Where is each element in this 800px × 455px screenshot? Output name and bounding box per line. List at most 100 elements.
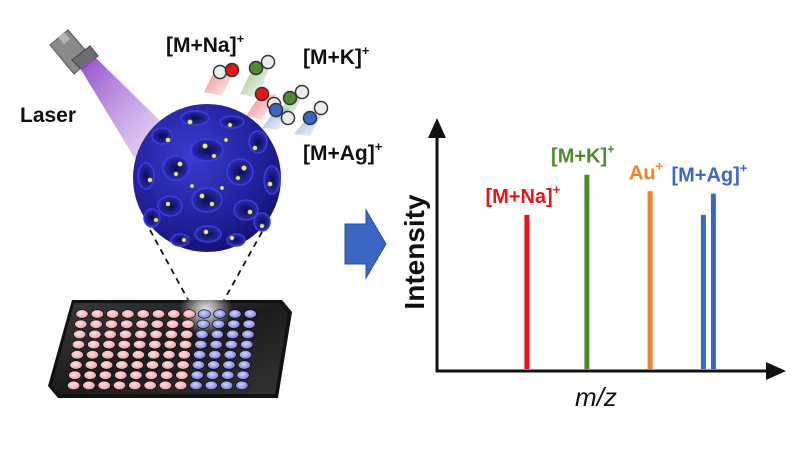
sample-well [147,350,161,360]
sample-well [181,319,195,329]
sample-well [237,360,251,370]
sample-well [103,329,117,340]
sample-well [113,380,127,391]
sample-well [220,380,234,391]
sample-well [242,319,256,329]
sample-well [90,309,104,319]
sample-well [134,329,148,340]
sample-well [68,370,82,380]
sample-well [195,329,209,340]
x-axis-arrowhead [766,362,786,380]
y-axis-label: Intensity [399,194,430,310]
sample-well [241,329,255,340]
sample-well [179,340,193,350]
ion-ag-molecule-2 [302,100,329,126]
sample-well [190,370,204,380]
sample-well [158,380,172,391]
sample-well [160,370,174,380]
sample-well [143,380,157,391]
sample-well [243,309,257,319]
sample-well [130,360,144,370]
sample-well [208,350,222,360]
laser-icon [49,29,99,75]
laser-label: Laser [20,104,76,127]
sample-well [70,350,84,360]
ion-label-na: [M+Na]+ [166,31,245,57]
sample-well [100,360,114,370]
sample-well [121,309,135,319]
sample-well [176,360,190,370]
sample-well [152,309,166,319]
sample-well [236,370,250,380]
sample-well [197,309,211,319]
ion-ag-molecule [268,102,296,126]
nanoparticle-sphere [133,104,281,252]
sample-well [67,380,81,391]
sample-well [89,319,103,329]
sample-well [87,340,101,350]
sample-well [175,370,189,380]
sample-well [98,370,112,380]
sample-well [213,309,227,319]
sample-well [221,370,235,380]
sample-well [133,340,147,350]
sample-well [196,319,210,329]
sample-well [207,360,221,370]
sample-well [204,380,218,391]
sample-well [194,340,208,350]
sample-well [106,309,120,319]
sample-well [69,360,83,370]
spectrum-peaks [524,174,716,369]
sample-well [115,360,129,370]
sample-well [88,329,102,340]
sample-well [206,370,220,380]
sample-well [167,309,181,319]
sample-well [227,319,241,329]
peak-label: [M+Na]+ [485,182,560,208]
sample-well [239,350,253,360]
sample-well [228,309,242,319]
sample-well [74,319,88,329]
sample-well [128,380,142,391]
sample-well [240,340,254,350]
arrow-icon [344,208,387,280]
x-axis-label: m/z [575,382,617,412]
sample-well [129,370,143,380]
sample-well [180,329,194,340]
sample-well [149,329,163,340]
sample-well [114,370,128,380]
sample-well [223,350,237,360]
y-axis-arrowhead [428,118,446,138]
sample-well [210,329,224,340]
sample-well [136,309,150,319]
sample-well [84,360,98,370]
sample-well [193,350,207,360]
peak-label: Au+ [629,158,664,184]
sample-well [75,309,89,319]
sample-well [191,360,205,370]
sample-well [102,340,116,350]
sample-well [161,360,175,370]
spectrum-peak-labels: [M+Na]+ [M+K]+ Au+ [M+Ag]+ [485,142,747,208]
sample-well [189,380,203,391]
peak-label: [M+K]+ [551,142,615,168]
sample-well [101,350,115,360]
sample-well [148,340,162,350]
sample-well [212,319,226,329]
sample-well [83,370,97,380]
sample-well [166,319,180,329]
sample-well [131,350,145,360]
sample-well [117,340,131,350]
sample-well [150,319,164,329]
sample-well [164,329,178,340]
sample-well [209,340,223,350]
sample-well [226,329,240,340]
ion-label-ag: [M+Ag]+ [303,139,383,165]
sample-well [146,360,160,370]
ion-k-molecule [248,54,276,76]
peak-label: [M+Ag]+ [671,161,747,187]
sample-well [177,350,191,360]
sample-well [82,380,96,391]
sample-wells [67,309,257,391]
